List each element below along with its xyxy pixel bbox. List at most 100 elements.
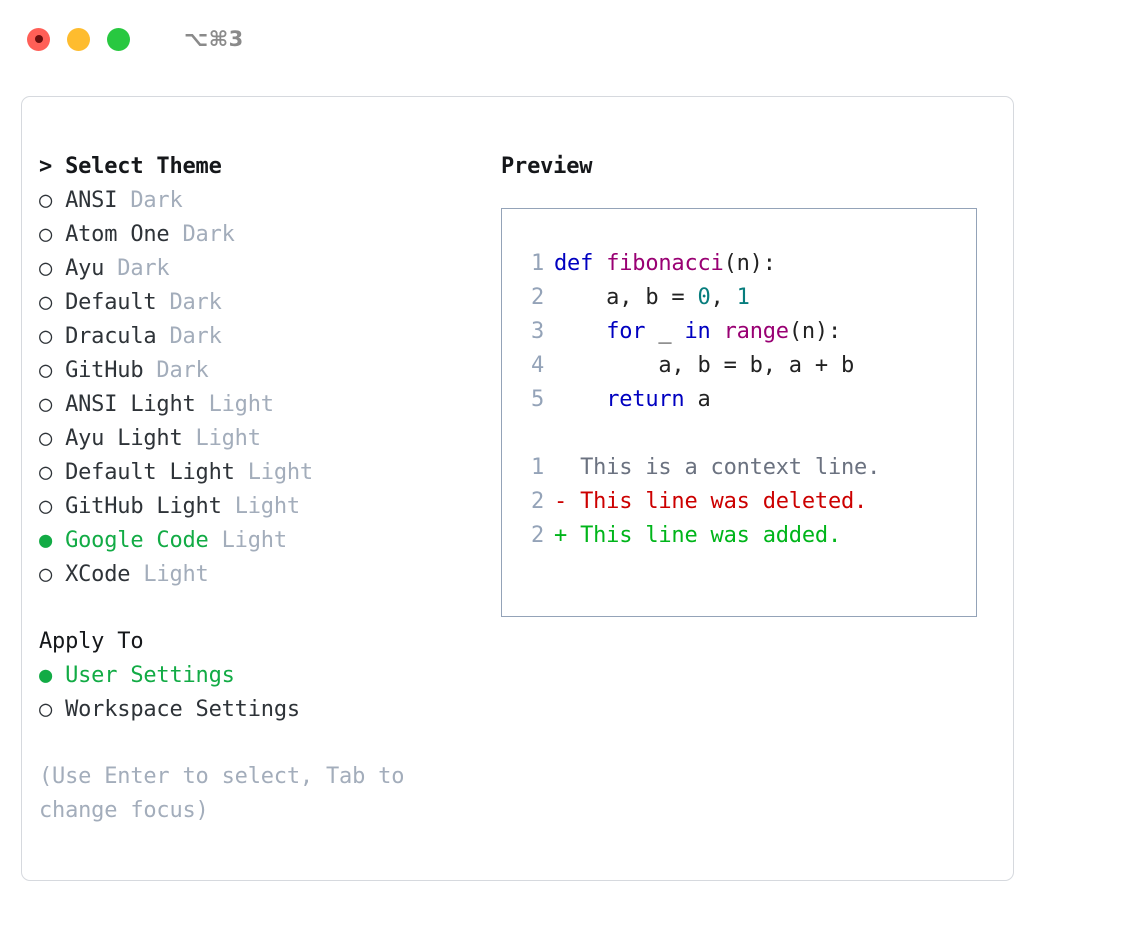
code-line: 1 def fibonacci(n): [502, 247, 976, 281]
diff-line: 1 This is a context line. [502, 451, 976, 485]
code-token-fn: fibonacci [606, 251, 724, 276]
code-token-plain: (n): [788, 319, 842, 344]
theme-name: Default Light [52, 460, 248, 485]
code-line: 2 a, b = 0, 1 [502, 281, 976, 315]
theme-list-item[interactable]: ● Google Code Light [39, 524, 479, 558]
theme-category: Dark [169, 324, 222, 349]
code-token-plain [554, 387, 606, 412]
theme-list-item[interactable]: ○ Default Light Light [39, 456, 479, 490]
theme-category: Light [221, 528, 287, 553]
code-token-kw: in [684, 319, 711, 344]
hint-spacer [39, 727, 479, 760]
record-indicator-icon [34, 35, 43, 43]
theme-list-item[interactable]: ○ Dracula Dark [39, 320, 479, 354]
code-token-plain: a, b = [554, 285, 698, 310]
code-token-fn: range [723, 319, 789, 344]
radio-unselected-icon: ○ [39, 460, 53, 485]
theme-name: GitHub [52, 358, 157, 383]
diff-text-ctx: This is a context line. [554, 455, 881, 480]
apply-to-option[interactable]: ● User Settings [39, 659, 479, 693]
maximize-button-icon[interactable] [107, 27, 130, 51]
theme-list-item[interactable]: ○ Ayu Light Light [39, 422, 479, 456]
code-text: def fibonacci(n): [554, 247, 776, 281]
close-button-icon[interactable] [27, 27, 50, 51]
theme-list-item[interactable]: ○ XCode Light [39, 558, 479, 592]
theme-list-item[interactable]: ○ GitHub Light Light [39, 490, 479, 524]
theme-list-item[interactable]: ○ Default Dark [39, 286, 479, 320]
theme-list-item[interactable]: ○ ANSI Dark [39, 184, 479, 218]
theme-name: ANSI Light [52, 392, 209, 417]
code-diff-separator [502, 417, 976, 451]
title-bar: ⌥⌘3 [0, 0, 1140, 78]
theme-name: GitHub Light [52, 494, 235, 519]
radio-unselected-icon: ○ [39, 188, 53, 213]
radio-selected-icon: ● [39, 663, 53, 688]
theme-category: Light [195, 426, 261, 451]
code-token-num: 1 [736, 285, 750, 310]
apply-to-label: Workspace Settings [52, 697, 300, 722]
line-number: 1 [530, 251, 544, 276]
theme-list[interactable]: ○ ANSI Dark○ Atom One Dark○ Ayu Dark○ De… [39, 184, 479, 592]
code-token-num: 0 [697, 285, 711, 310]
theme-picker-column: > Select Theme ○ ANSI Dark○ Atom One Dar… [39, 150, 479, 828]
apply-to-list[interactable]: ● User Settings○ Workspace Settings [39, 659, 479, 727]
theme-name: Ayu [52, 256, 118, 281]
radio-unselected-icon: ○ [39, 256, 53, 281]
radio-unselected-icon: ○ [39, 562, 53, 587]
theme-name: Atom One [52, 222, 183, 247]
theme-name: Google Code [52, 528, 222, 553]
radio-unselected-icon: ○ [39, 697, 53, 722]
diff-line: 2 + This line was added. [502, 519, 976, 553]
select-theme-header: > Select Theme [39, 154, 222, 179]
line-number: 3 [530, 319, 544, 344]
theme-category: Light [247, 460, 313, 485]
line-number: 2 [530, 285, 544, 310]
theme-name: Default [52, 290, 170, 315]
theme-name: XCode [52, 562, 144, 587]
diff-sample: 1 This is a context line.2- This line wa… [502, 451, 976, 553]
code-line: 5 return a [502, 383, 976, 417]
minimize-button-icon[interactable] [67, 27, 90, 51]
radio-unselected-icon: ○ [39, 426, 53, 451]
apply-to-spacer [39, 592, 479, 625]
theme-list-item[interactable]: ○ Ayu Dark [39, 252, 479, 286]
line-number: 1 [530, 455, 544, 480]
window-controls [27, 27, 130, 51]
theme-list-item[interactable]: ○ GitHub Dark [39, 354, 479, 388]
panel-columns: > Select Theme ○ ANSI Dark○ Atom One Dar… [22, 97, 1013, 880]
code-text: a, b = b, a + b [554, 349, 854, 383]
apply-to-option[interactable]: ○ Workspace Settings [39, 693, 479, 727]
theme-list-item[interactable]: ○ ANSI Light Light [39, 388, 479, 422]
keyboard-hint-text: (Use Enter to select, Tab to change focu… [39, 764, 405, 823]
radio-unselected-icon: ○ [39, 358, 53, 383]
theme-category: Light [234, 494, 300, 519]
radio-unselected-icon: ○ [39, 392, 53, 417]
theme-category: Dark [182, 222, 235, 247]
diff-text-add: + This line was added. [554, 523, 841, 548]
line-number: 5 [530, 387, 544, 412]
code-token-plain: (n): [723, 251, 776, 276]
theme-category: Light [143, 562, 209, 587]
code-token-plain: _ [645, 319, 685, 344]
line-number: 2 [530, 523, 544, 548]
code-token-plain: a [684, 387, 711, 412]
code-line: 4 a, b = b, a + b [502, 349, 976, 383]
theme-category: Dark [130, 188, 183, 213]
code-token-plain [554, 319, 606, 344]
code-token-plain [711, 319, 724, 344]
main-panel: > Select Theme ○ ANSI Dark○ Atom One Dar… [21, 96, 1014, 881]
theme-list-item[interactable]: ○ Atom One Dark [39, 218, 479, 252]
code-text: a, b = 0, 1 [554, 281, 750, 315]
radio-unselected-icon: ○ [39, 324, 53, 349]
apply-to-header: Apply To [39, 629, 144, 654]
radio-selected-icon: ● [39, 528, 53, 553]
code-token-plain: a, b = b, a + b [554, 353, 855, 378]
theme-name: Ayu Light [52, 426, 196, 451]
apply-to-label: User Settings [52, 663, 235, 688]
code-token-plain: , [710, 285, 737, 310]
theme-category: Dark [117, 256, 170, 281]
diff-line: 2- This line was deleted. [502, 485, 976, 519]
